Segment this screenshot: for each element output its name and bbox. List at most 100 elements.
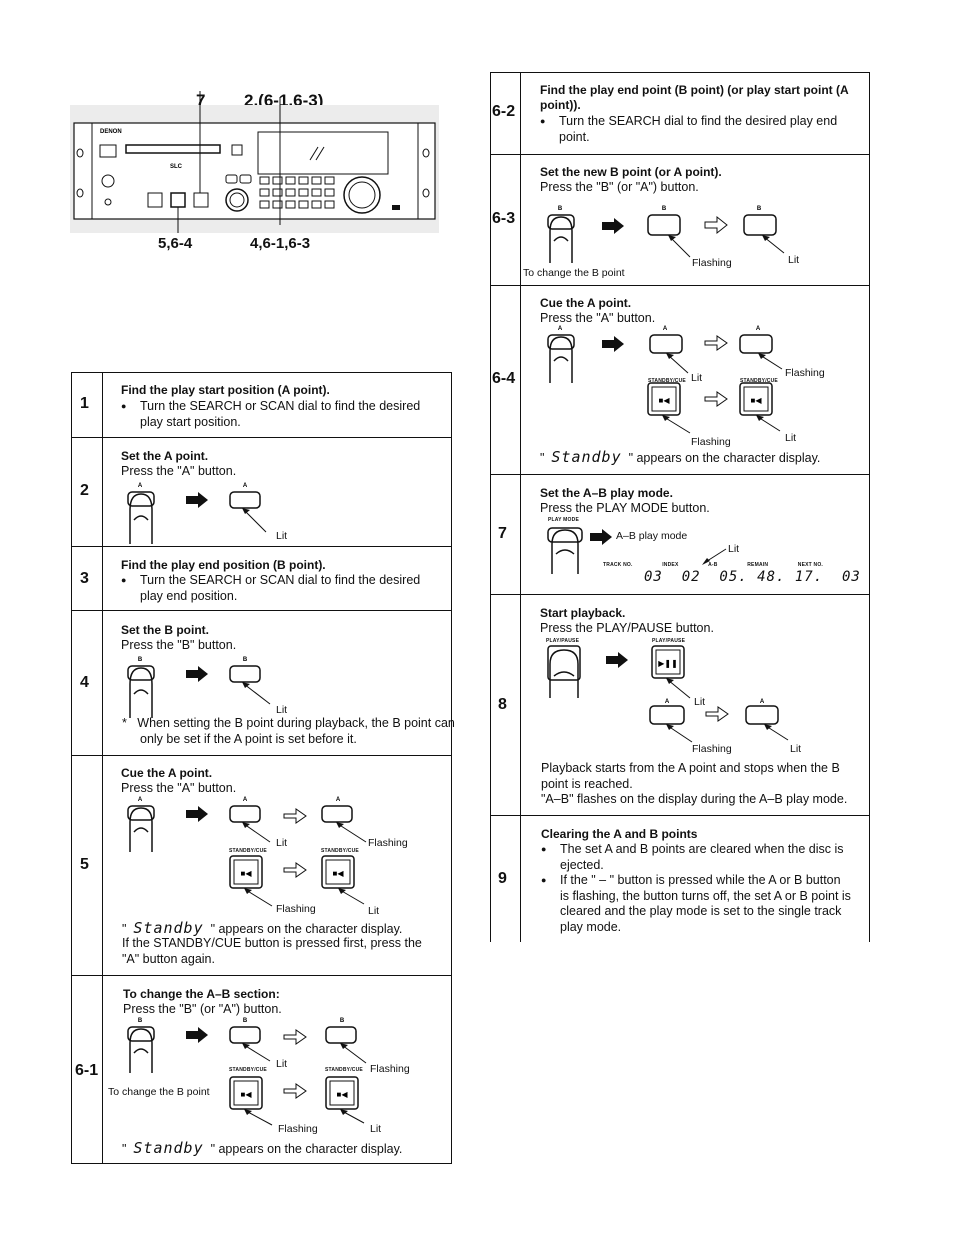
device-drawing: SLC DENON xyxy=(70,91,439,233)
standby-cue-label: STANDBY/CUE xyxy=(325,1067,363,1073)
step-title: Find the play end point (B point) (or pl… xyxy=(540,83,849,112)
flashing-label: Flashing xyxy=(368,837,408,849)
step-text: Press the "A" button. xyxy=(121,464,237,478)
svg-text:▶❚❚: ▶❚❚ xyxy=(658,659,678,668)
lit-label: Lit xyxy=(370,1123,382,1135)
step-number: 9 xyxy=(498,870,507,887)
step-note: "A–B" flashes on the display during the … xyxy=(541,792,848,806)
svg-text:B: B xyxy=(558,206,563,212)
lit-label: Lit xyxy=(368,905,380,917)
lit-label: Lit xyxy=(790,743,802,755)
step-bullet: The set A and B points are cleared when … xyxy=(541,842,851,873)
lit-arrow xyxy=(702,548,727,565)
step-text: Press the PLAY MODE button. xyxy=(540,501,710,515)
standby-display-line: " Standby " appears on the character dis… xyxy=(122,1139,403,1157)
to-change-b-label: To change the B point xyxy=(523,267,625,279)
step-title: Find the play end position (B point). xyxy=(121,558,326,572)
step-number: 5 xyxy=(80,856,89,873)
step-number: 6-2 xyxy=(492,103,516,120)
svg-text:B: B xyxy=(243,1018,248,1024)
step-text: Press the "A" button. xyxy=(540,311,656,325)
standby-cue-label: STANDBY/CUE xyxy=(648,378,686,384)
svg-text:B: B xyxy=(243,657,248,663)
svg-text:B: B xyxy=(138,657,143,663)
step-number: 3 xyxy=(80,570,89,587)
step-text: Press the "B" (or "A") button. xyxy=(540,180,699,194)
step-number: 6-4 xyxy=(492,370,516,387)
lcd-display: 03 02 05. 48. 17. 03 xyxy=(644,569,861,585)
lit-label: Lit xyxy=(691,372,703,384)
flashing-label: Flashing xyxy=(785,367,825,379)
play-pause-label: PLAY/PAUSE xyxy=(546,638,580,644)
step-number: 8 xyxy=(498,696,507,713)
step-title: Set the A point. xyxy=(121,449,209,463)
standby-cue-label: STANDBY/CUE xyxy=(229,1067,267,1073)
lit-label: Lit xyxy=(276,1058,288,1070)
standby-cue-label: STANDBY/CUE xyxy=(229,848,267,854)
play-mode-name: A–B play mode xyxy=(616,530,688,542)
step-number: 6-1 xyxy=(75,1062,99,1079)
step-text: Press the "B" (or "A") button. xyxy=(123,1002,282,1016)
lit-label: Lit xyxy=(276,837,288,849)
svg-text:■◀: ■◀ xyxy=(241,869,253,878)
step-title: To change the A–B section: xyxy=(123,987,280,1001)
step-text: Press the PLAY/PAUSE button. xyxy=(540,621,714,635)
svg-text:■◀: ■◀ xyxy=(333,869,345,878)
step-title: Cue the A point. xyxy=(540,296,632,310)
step-title: Start playback. xyxy=(540,606,626,620)
lcd-labels: TRACK NO. INDEX A-B REMAIN NEXT NO. xyxy=(603,562,823,568)
lit-label: Lit xyxy=(276,704,288,716)
svg-text:A: A xyxy=(760,699,765,705)
step-bullet: Turn the SEARCH dial to find the desired… xyxy=(540,114,855,145)
step-title: Set the A–B play mode. xyxy=(540,486,673,500)
start-playback-diagram: ▶❚❚ A A xyxy=(547,645,789,743)
svg-text:B: B xyxy=(662,206,667,212)
step-note: Playback starts from the A point and sto… xyxy=(541,761,840,791)
set-new-b-diagram: B B B xyxy=(547,206,785,263)
svg-text:A: A xyxy=(138,483,143,489)
svg-text:A: A xyxy=(243,797,248,803)
lit-label: Lit xyxy=(785,432,797,444)
standby-cue-label: STANDBY/CUE xyxy=(740,378,778,384)
cue-a-diagram-2: A A A ■◀ ■◀ xyxy=(547,326,783,434)
svg-text:A: A xyxy=(665,699,670,705)
svg-text:A: A xyxy=(138,797,143,803)
left-steps-table xyxy=(71,372,452,1164)
svg-text:■◀: ■◀ xyxy=(659,396,671,405)
step-bullet: If the " – " button is pressed while the… xyxy=(541,873,851,935)
step-text: Press the "B" button. xyxy=(121,638,237,652)
step-title: Set the new B point (or A point). xyxy=(540,165,722,179)
play-pause-label: PLAY/PAUSE xyxy=(652,638,686,644)
flashing-label: Flashing xyxy=(691,436,731,448)
step-number: 1 xyxy=(80,395,89,412)
to-change-b-label: To change the B point xyxy=(108,1086,210,1098)
standby-display-line: " Standby " appears on the character dis… xyxy=(540,448,821,466)
callout-bottom-right: 4,6-1,6-3 xyxy=(250,235,311,252)
standby-display-line: " Standby " appears on the character dis… xyxy=(122,919,403,937)
step-number: 7 xyxy=(498,525,507,542)
step-number: 2 xyxy=(80,482,89,499)
play-mode-diagram xyxy=(547,527,612,574)
model-label: SLC xyxy=(170,164,183,170)
svg-text:B: B xyxy=(757,206,762,212)
step-title: Find the play start position (A point). xyxy=(121,383,330,397)
svg-text:A: A xyxy=(243,483,248,489)
lit-label: Lit xyxy=(728,543,740,555)
lit-label: Lit xyxy=(788,254,800,266)
svg-text:A: A xyxy=(756,326,761,332)
step-bullet: Turn the SEARCH or SCAN dial to find the… xyxy=(121,573,441,604)
flashing-label: Flashing xyxy=(370,1063,410,1075)
step-bullet: Turn the SEARCH or SCAN dial to find the… xyxy=(121,399,441,430)
play-mode-label: PLAY MODE xyxy=(548,517,579,523)
svg-text:A: A xyxy=(336,797,341,803)
step-number: 6-3 xyxy=(492,210,516,227)
callout-bottom-left: 5,6-4 xyxy=(158,235,193,252)
callout-top-left: 7 xyxy=(196,91,206,110)
svg-text:B: B xyxy=(138,1018,143,1024)
step-title: Cue the A point. xyxy=(121,766,213,780)
step-title: Clearing the A and B points xyxy=(541,827,698,841)
flashing-label: Flashing xyxy=(692,257,732,269)
svg-text:■◀: ■◀ xyxy=(241,1090,253,1099)
svg-text:A: A xyxy=(558,326,563,332)
change-section-diagram: B B B ■◀ ■◀ xyxy=(127,1018,367,1126)
